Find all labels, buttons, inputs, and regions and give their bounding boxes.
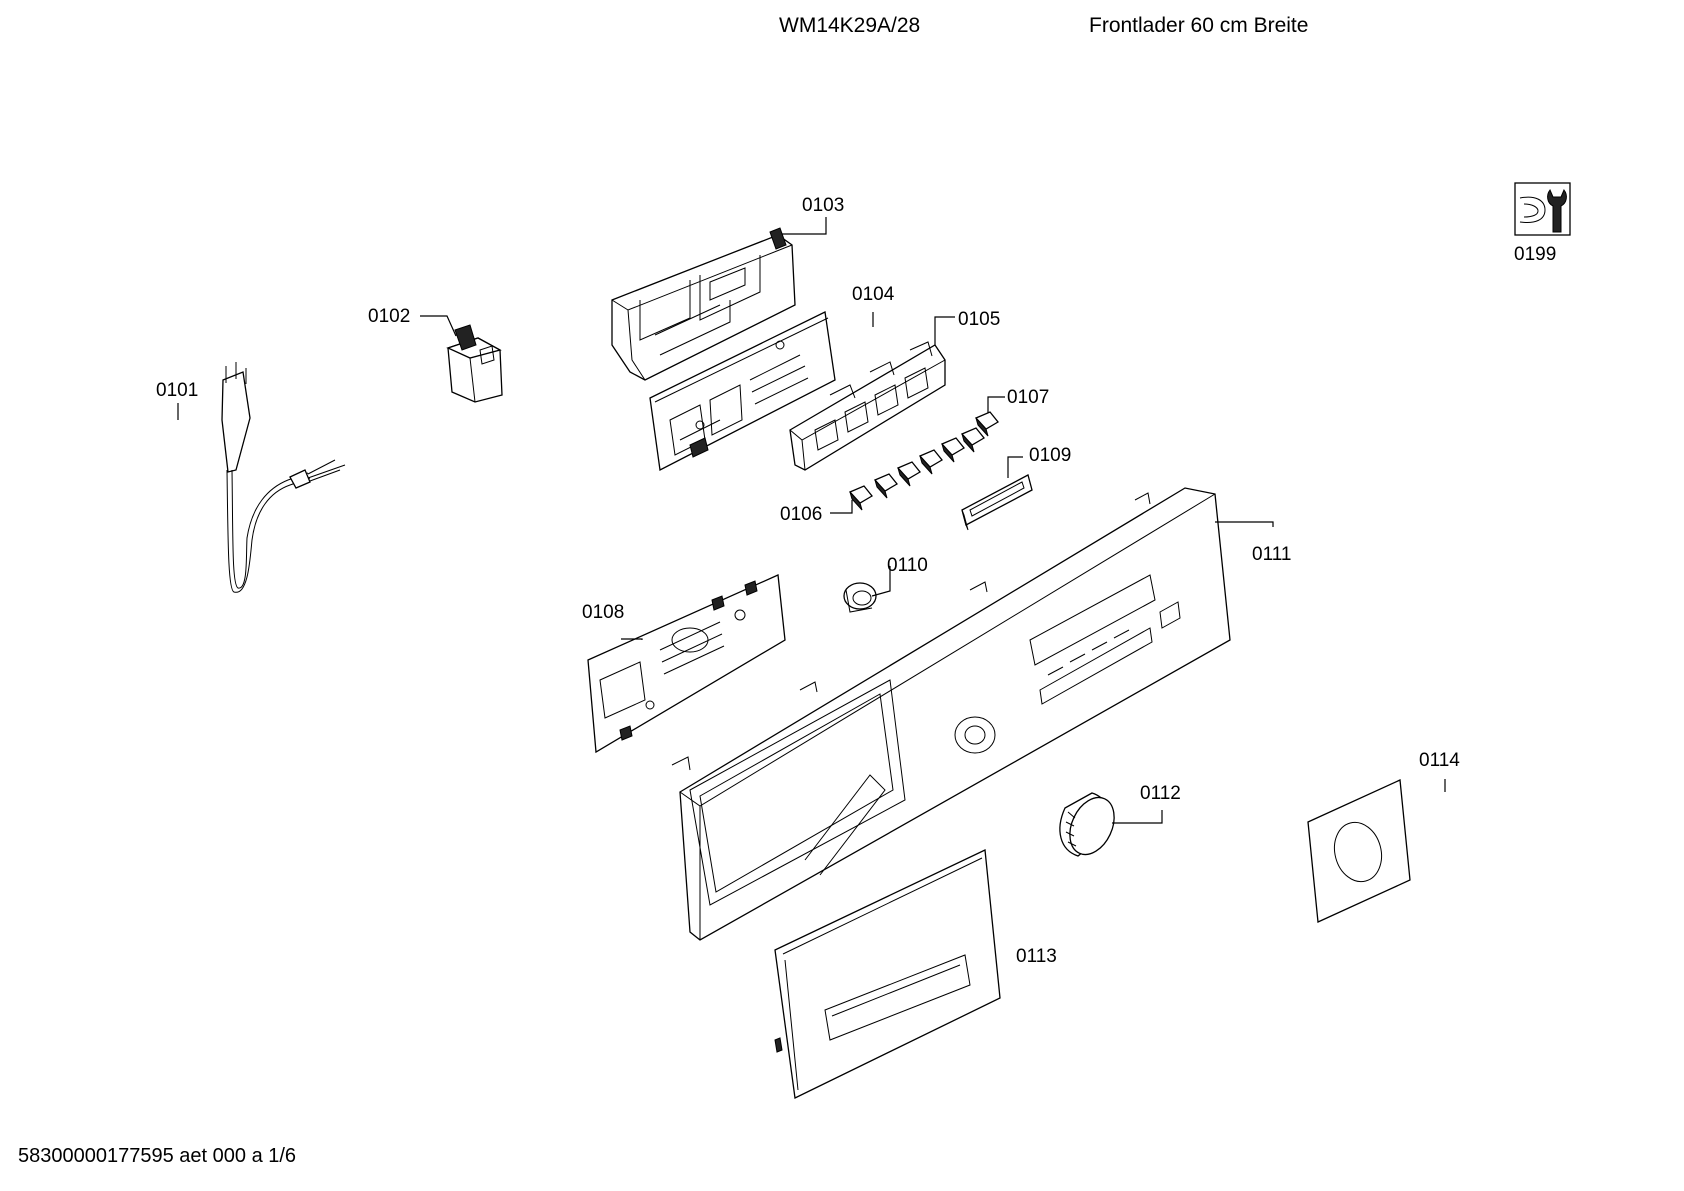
model-description: Frontlader 60 cm Breite [1089, 14, 1309, 37]
label-0109: 0109 [1029, 445, 1071, 466]
part-0108-display-board[interactable] [587, 574, 786, 754]
part-0103-module-carrier[interactable] [611, 227, 796, 381]
label-0112: 0112 [1140, 783, 1181, 804]
label-0101: 0101 [156, 380, 198, 401]
model-number: WM14K29A/28 [779, 14, 921, 37]
part-0109-window[interactable] [961, 474, 1033, 531]
part-0106-push-buttons[interactable] [848, 427, 985, 511]
part-0101-mains-cable[interactable] [221, 362, 346, 593]
part-0110-light-guide[interactable] [843, 582, 877, 613]
part-0112-selector-knob[interactable] [1059, 790, 1123, 861]
label-0105: 0105 [958, 309, 1000, 330]
document-id: 58300000177595 aet 000 a 1/6 [18, 1145, 297, 1167]
part-0113-dispenser-handle[interactable] [774, 849, 1001, 1099]
label-0104: 0104 [852, 284, 895, 305]
leader-lines [177, 217, 1446, 824]
label-0113: 0113 [1016, 946, 1057, 967]
part-0111-control-panel[interactable] [671, 487, 1231, 941]
label-0102: 0102 [368, 306, 410, 327]
label-0108: 0108 [582, 602, 624, 623]
label-0107: 0107 [1007, 387, 1049, 408]
part-0114-label[interactable] [1307, 779, 1411, 923]
label-0106: 0106 [780, 504, 822, 525]
part-0104-control-board[interactable] [649, 311, 836, 471]
service-tool-icon[interactable] [1514, 182, 1571, 236]
label-0199: 0199 [1514, 244, 1556, 265]
label-0103: 0103 [802, 195, 844, 216]
label-0111: 0111 [1252, 544, 1291, 565]
part-0102-suppressor[interactable] [446, 324, 503, 403]
label-0110: 0110 [887, 555, 928, 576]
part-0107-push-button[interactable] [974, 411, 999, 437]
label-0114: 0114 [1419, 750, 1460, 771]
